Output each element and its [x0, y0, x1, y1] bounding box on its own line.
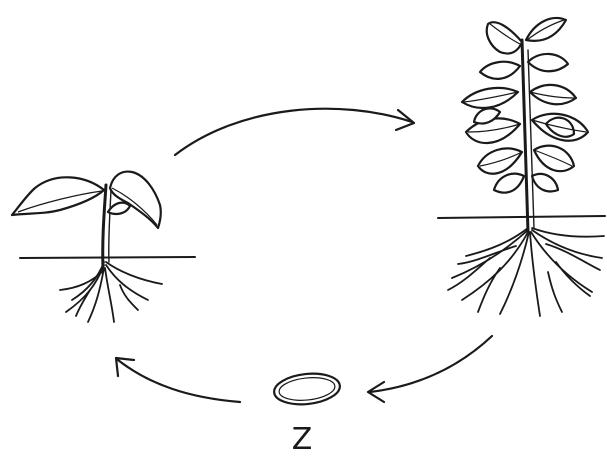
- arrow-seedling-to-mature: [175, 109, 414, 155]
- mature-stem: [522, 40, 528, 232]
- arrow-mature-to-seed: [368, 336, 492, 402]
- seed: [273, 371, 342, 408]
- seedling-roots: [60, 262, 162, 322]
- seedling-bud: [108, 203, 130, 214]
- arrow-seed-to-seedling: [116, 358, 240, 402]
- mature-roots: [448, 228, 604, 316]
- diagram-label: Z: [282, 422, 322, 457]
- seed-outer: [273, 371, 342, 408]
- seedling-stem: [103, 185, 106, 268]
- seedling-plant: [12, 172, 195, 322]
- mature-plant: [438, 18, 605, 316]
- mature-soil-line: [438, 216, 605, 218]
- seedling-soil-line: [20, 257, 195, 258]
